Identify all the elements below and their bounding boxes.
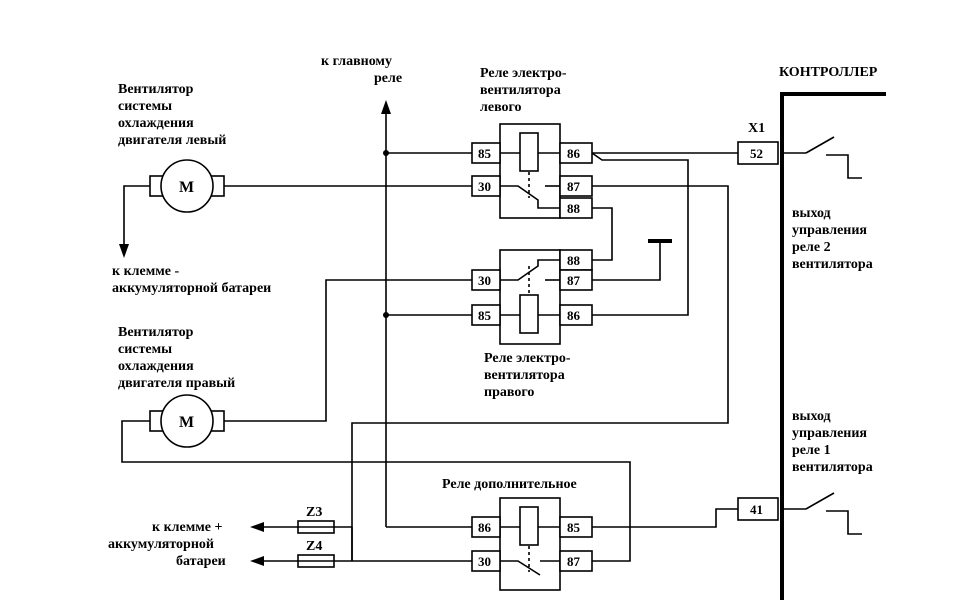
relay-right-pin-87-label: 87: [567, 273, 581, 288]
relay-left-contact-icon: [500, 185, 560, 209]
wire-right-30-to-right-motor: [224, 279, 472, 422]
controller-pin-41: [737, 497, 779, 521]
battery-plus-arrow-icon: [250, 556, 264, 566]
wire-left-88-to-right-88: [592, 207, 613, 261]
motor-right-symbol: M: [179, 414, 194, 431]
relay-left-pin-86-label: 86: [567, 146, 581, 161]
to-battery-plus-label: к клемме + аккумуляторной батареи: [108, 520, 226, 569]
to-main-relay-label: к главному реле: [321, 54, 402, 86]
fuse-z4-label: Z4: [306, 539, 322, 554]
relay-extra-pin-30: [471, 550, 501, 572]
controller-pin-52: [737, 141, 779, 165]
relay-extra-label: Реле дополнительное: [442, 477, 577, 492]
motor-right-icon: [160, 394, 214, 448]
wire-left-motor-to-ground: [123, 185, 150, 246]
wire-right-87-to-ground: [592, 241, 661, 281]
wire-left-86-to-right-86: [591, 152, 689, 316]
output-switch-2-icon: [782, 136, 862, 179]
relay-left-pin-88: [559, 197, 593, 219]
relay-extra-pin-30-label: 30: [478, 554, 491, 569]
relay-right-coil-icon: [519, 294, 539, 334]
relay-right-contact-icon: [500, 259, 560, 281]
relay-right-pin-88-label: 88: [567, 253, 581, 268]
motor-left-symbol: M: [179, 179, 194, 196]
relay-right-pin-30-label: 30: [478, 273, 491, 288]
relay-extra-pin-87-label: 87: [567, 554, 581, 569]
relay-right-pin-85-label: 85: [478, 308, 492, 323]
relay-left-pin-30: [471, 175, 501, 197]
main-relay-arrow-icon: [381, 100, 391, 114]
relay-left-pin-86: [559, 142, 593, 164]
relay-extra: 86 85 30 87 Реле дополнительное: [442, 477, 593, 591]
controller: КОНТРОЛЛЕР X1 52 41 выход управления рел…: [737, 65, 886, 600]
relay-right-pin-87: [559, 269, 593, 291]
motor-left-icon: [160, 159, 214, 213]
controller-pin-52-label: 52: [750, 146, 763, 161]
relay-left-coil-icon: [519, 132, 539, 172]
wire-left-87-to-fuse-z4: [351, 185, 729, 561]
junction-dot: [383, 150, 389, 156]
relay-extra-pin-85-label: 85: [567, 520, 581, 535]
fan-right-label: Вентилятор системы охлаждения двигателя …: [118, 325, 235, 391]
relay-left-pin-87-label: 87: [567, 179, 581, 194]
relay-left-label: Реле электро- вентилятора левого: [480, 66, 570, 115]
motor-right: M: [149, 394, 225, 448]
relay-left-pin-87: [559, 175, 593, 197]
relay-left-pin-30-label: 30: [478, 179, 491, 194]
fuse-z3-label: Z3: [306, 505, 322, 520]
battery-plus-arrow-icon: [250, 522, 264, 532]
motor-left: M: [149, 159, 225, 213]
controller-title: КОНТРОЛЛЕР: [779, 65, 878, 80]
wire-right-motor-to-extra-87: [121, 420, 631, 562]
relay-right: 88 30 87 85 86 Реле электро- вентилятора…: [471, 249, 593, 400]
controller-bus-bar: [780, 92, 886, 600]
fuse-z4: Z4: [297, 539, 335, 568]
relay-left: 85 30 86 87 88 Реле электро- вентилятора…: [471, 66, 593, 219]
wire-extra-85-to-41: [592, 508, 738, 528]
output-switch-1-icon: [782, 492, 862, 535]
relay-right-pin-85: [471, 304, 501, 326]
relay-left-pin-88-label: 88: [567, 201, 581, 216]
ground-arrow-icon: [119, 244, 129, 258]
relay-extra-pin-86-label: 86: [478, 520, 492, 535]
relay-extra-pin-87: [559, 550, 593, 572]
output-fan2-label: выход управления реле 2 вентилятора: [792, 206, 873, 272]
relay-extra-coil-icon: [519, 506, 539, 546]
connector-x1-label: X1: [748, 121, 765, 136]
relay-right-label: Реле электро- вентилятора правого: [484, 351, 574, 400]
relay-right-pin-30: [471, 269, 501, 291]
relay-right-pin-86: [559, 304, 593, 326]
relay-extra-pin-86: [471, 516, 501, 538]
relay-extra-contact-icon: [500, 560, 541, 576]
relay-extra-pin-85: [559, 516, 593, 538]
relay-left-pin-85: [471, 142, 501, 164]
relay-left-pin-85-label: 85: [478, 146, 492, 161]
output-fan1-label: выход управления реле 1 вентилятора: [792, 409, 873, 475]
wires: [119, 100, 738, 566]
controller-pin-41-label: 41: [750, 502, 763, 517]
fan-left-label: Вентилятор системы охлаждения двигателя …: [118, 82, 226, 148]
fuse-z3: Z3: [297, 505, 335, 534]
to-battery-minus-label: к клемме - аккумуляторной батареи: [112, 264, 271, 296]
junction-dot: [383, 312, 389, 318]
relay-right-pin-86-label: 86: [567, 308, 581, 323]
